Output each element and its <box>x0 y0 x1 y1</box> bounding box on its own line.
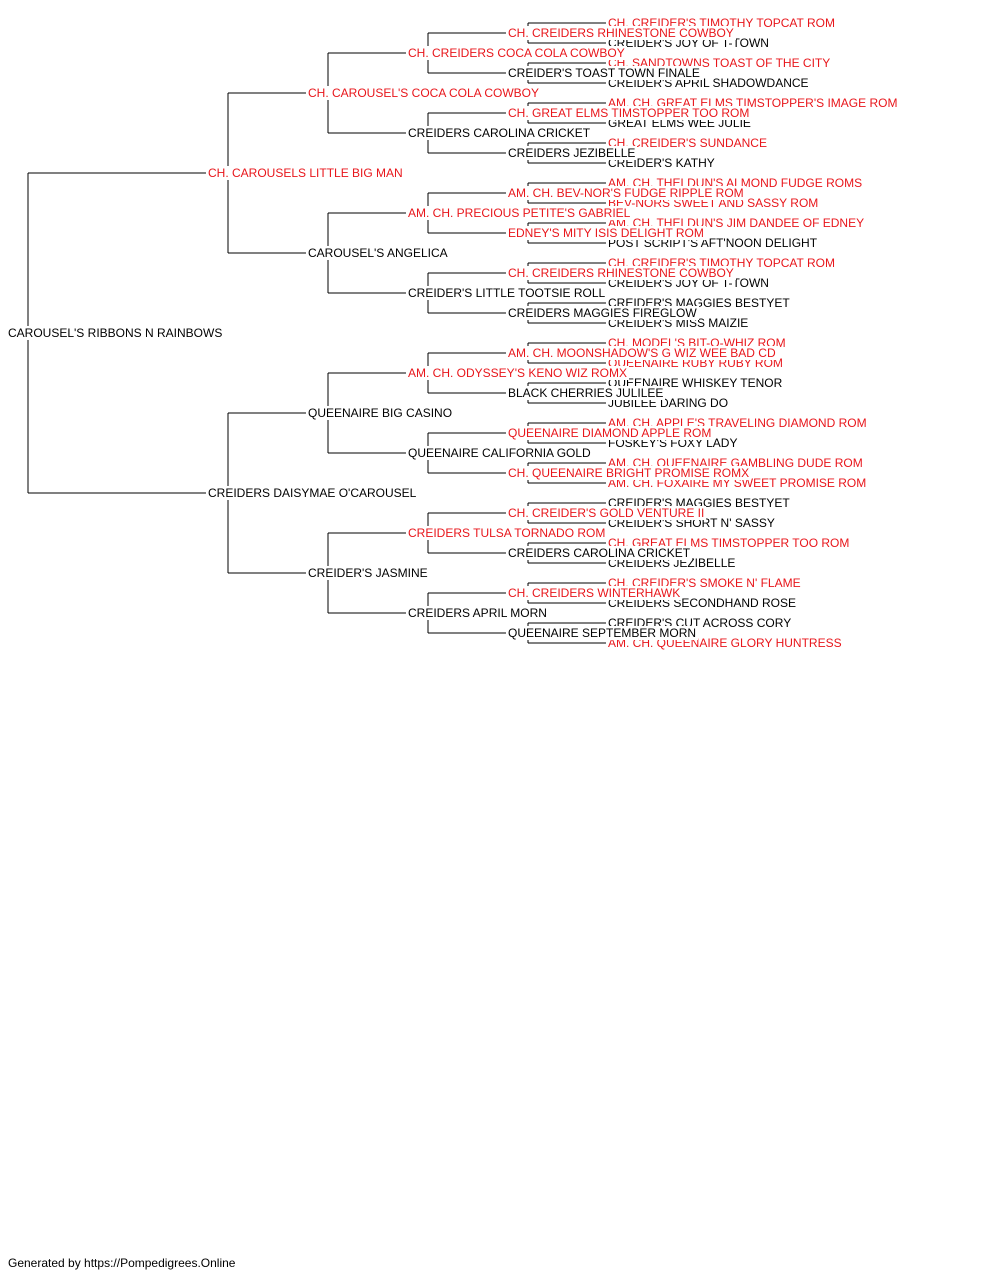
pedigree-name-gen2-sire: QUEENAIRE BIG CASINO <box>306 406 455 420</box>
pedigree-name-gen4-dam: CREIDERS MAGGIES FIREGLOW <box>506 306 699 320</box>
pedigree-name-gen4-dam: BLACK CHERRIES JULILEE <box>506 386 666 400</box>
pedigree-name-gen0-subject: CAROUSEL'S RIBBONS N RAINBOWS <box>6 326 225 340</box>
pedigree-name-gen1-sire: CH. CAROUSELS LITTLE BIG MAN <box>206 166 405 180</box>
pedigree-name-gen3-sire: CH. CREIDERS COCA COLA COWBOY <box>406 46 627 60</box>
pedigree-name-gen2-sire: CH. CAROUSEL'S COCA COLA COWBOY <box>306 86 542 100</box>
pedigree-name-gen3-dam: CREIDERS CAROLINA CRICKET <box>406 126 593 140</box>
pedigree-name-gen4-sire: QUEENAIRE DIAMOND APPLE ROM <box>506 426 714 440</box>
pedigree-name-gen3-sire: CREIDERS TULSA TORNADO ROM <box>406 526 608 540</box>
pedigree-name-gen3-dam: CREIDERS APRIL MORN <box>406 606 549 620</box>
pedigree-name-gen4-sire: AM. CH. BEV-NOR'S FUDGE RIPPLE ROM <box>506 186 746 200</box>
pedigree-name-gen4-sire: AM. CH. MOONSHADOW'S G WIZ WEE BAD CD <box>506 346 778 360</box>
pedigree-name-gen4-sire: CH. CREIDERS RHINESTONE COWBOY <box>506 26 736 40</box>
pedigree-name-gen4-sire: CH. GREAT ELMS TIMSTOPPER TOO ROM <box>506 106 752 120</box>
pedigree-name-gen4-dam: QUEENAIRE SEPTEMBER MORN <box>506 626 699 640</box>
pedigree-name-gen4-dam: CREIDERS JEZIBELLE <box>506 146 638 160</box>
pedigree-name-gen3-dam: QUEENAIRE CALIFORNIA GOLD <box>406 446 593 460</box>
pedigree-name-gen3-sire: AM. CH. ODYSSEY'S KENO WIZ ROMX <box>406 366 629 380</box>
pedigree-name-gen4-sire: CH. CREIDER'S GOLD VENTURE II <box>506 506 707 520</box>
pedigree-name-gen4-dam: CREIDERS CAROLINA CRICKET <box>506 546 693 560</box>
pedigree-name-gen3-dam: CREIDER'S LITTLE TOOTSIE ROLL <box>406 286 608 300</box>
pedigree-name-gen2-dam: CAROUSEL'S ANGELICA <box>306 246 450 260</box>
pedigree-name-gen1-dam: CREIDERS DAISYMAE O'CAROUSEL <box>206 486 419 500</box>
pedigree-name-gen4-sire: CH. CREIDERS RHINESTONE COWBOY <box>506 266 736 280</box>
pedigree-name-gen4-dam: CREIDER'S TOAST TOWN FINALE <box>506 66 702 80</box>
pedigree-name-gen2-dam: CREIDER'S JASMINE <box>306 566 430 580</box>
pedigree-name-gen5-sire: CH. CREIDER'S SUNDANCE <box>606 136 769 150</box>
pedigree-name-gen4-dam: EDNEY'S MITY ISIS DELIGHT ROM <box>506 226 706 240</box>
pedigree-name-gen4-sire: CH. CREIDERS WINTERHAWK <box>506 586 683 600</box>
pedigree-name-gen4-dam: CH. QUEENAIRE BRIGHT PROMISE ROMX <box>506 466 752 480</box>
generated-by-footer: Generated by https://Pompedigrees.Online <box>8 1256 236 1270</box>
pedigree-name-gen3-sire: AM. CH. PRECIOUS PETITE'S GABRIEL <box>406 206 633 220</box>
